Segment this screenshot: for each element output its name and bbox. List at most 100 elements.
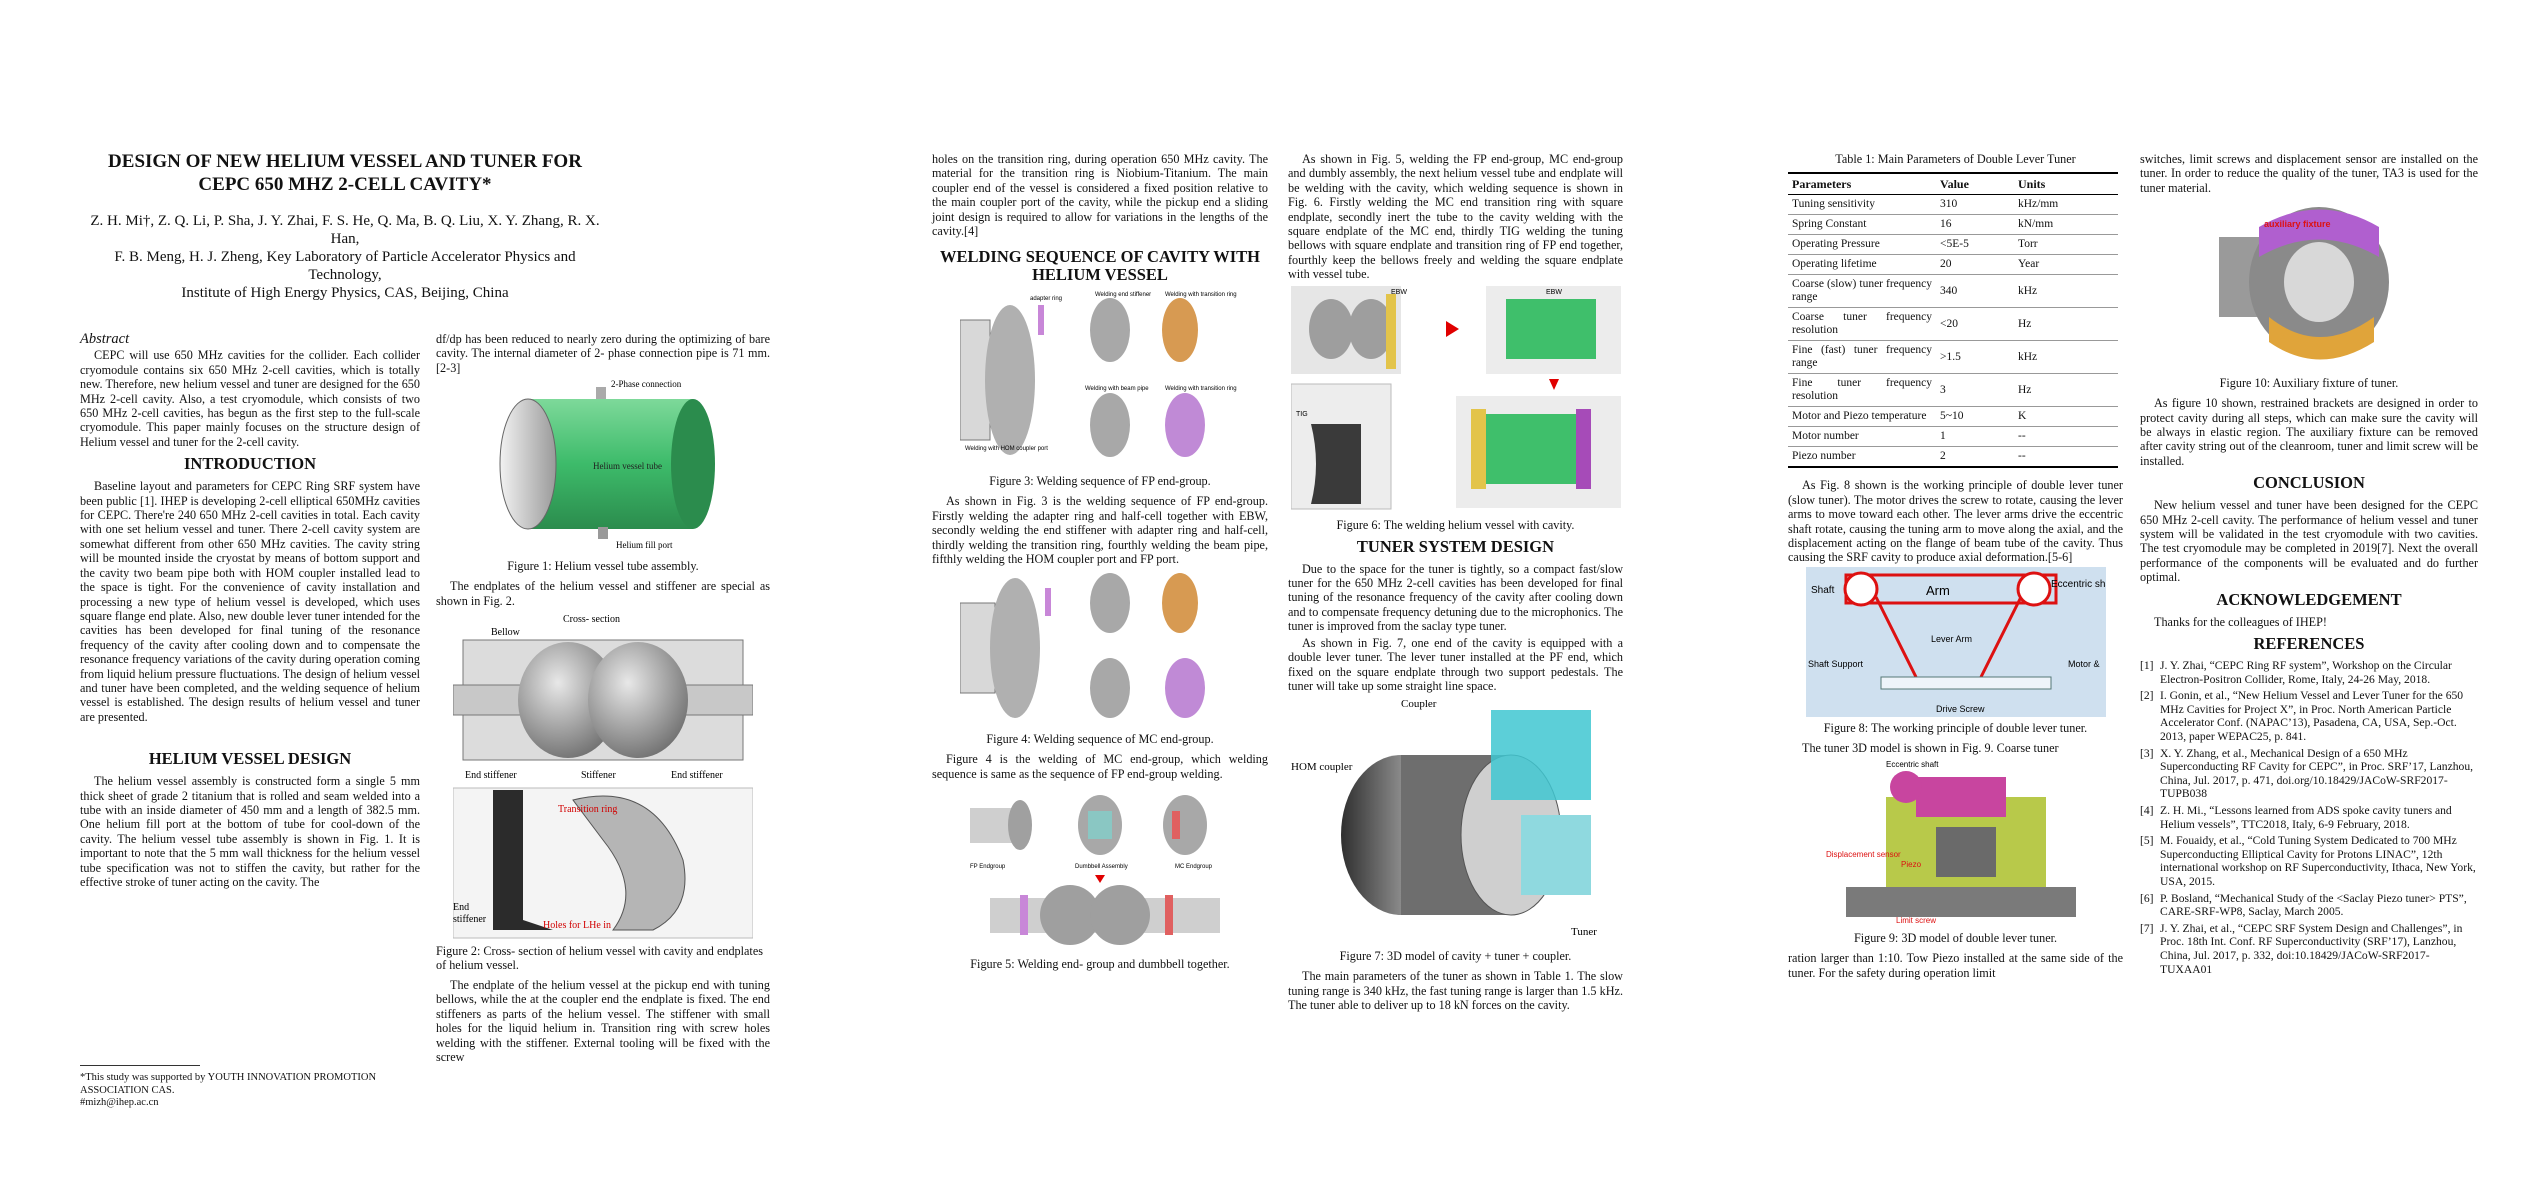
fig8-label-arm: Arm <box>1926 583 1950 598</box>
fig5-label-c: MC Endgroup <box>1175 864 1213 870</box>
figure-5-caption: Figure 5: Welding end- group and dumbbel… <box>970 957 1230 972</box>
table-1-caption: Table 1: Main Parameters of Double Lever… <box>1835 152 2076 166</box>
vessel-end-right <box>671 399 715 530</box>
reference-item: [3]X. Y. Zhang, et al., Mechanical Desig… <box>2140 747 2478 801</box>
tuner-heading: TUNER SYSTEM DESIGN <box>1356 536 1555 556</box>
fig2-stiffener-detail <box>493 790 553 931</box>
figure-4-mc-welding <box>960 573 1205 719</box>
figure-5-endgroup-dumbbell: FP Endgroup Dumbbell Assembly MC Endgrou… <box>970 795 1220 946</box>
reference-item: [7]J. Y. Zhai, et al., “CEPC SRF System … <box>2140 922 2478 976</box>
fig1-label-mid: Helium vessel tube <box>593 461 662 471</box>
table-cell-param: Operating Pressure <box>1788 234 1936 256</box>
figure-2-caption: Figure 2: Cross- section of helium vesse… <box>436 944 763 973</box>
reference-number: [3] <box>2140 746 2154 760</box>
authors-line-1: Z. H. Mi†, Z. Q. Li, P. Sha, J. Y. Zhai,… <box>90 213 600 247</box>
table-cell-unit: kHz <box>2014 274 2118 309</box>
table-cell-unit: -- <box>2014 426 2118 448</box>
table-cell-unit: Hz <box>2014 373 2118 408</box>
footnote-rule <box>80 1065 200 1066</box>
fig2-label-bellow: Bellow <box>491 627 521 638</box>
fig5-label-b: Dumbbell Assembly <box>1075 864 1128 870</box>
fig7-label-coupler: Coupler <box>1401 698 1437 710</box>
fig8-label-support: Shaft Support <box>1808 659 1864 669</box>
vessel-end-left <box>499 398 557 530</box>
col5-para-3: ration larger than 1:10. Tow Piezo insta… <box>1788 951 2123 980</box>
helium-design-text: The helium vessel assembly is constructe… <box>80 774 420 889</box>
table-cell-param: Spring Constant <box>1788 214 1936 236</box>
page-left: DESIGN OF NEW HELIUM VESSEL AND TUNER FO… <box>80 151 1268 1108</box>
table-header-units: Units <box>2014 172 2118 196</box>
reference-number: [5] <box>2140 834 2154 848</box>
abstract-heading: Abstract <box>80 331 130 347</box>
fig3-label-a: adapter ring <box>1030 296 1062 302</box>
fig8-label-ecc: Eccentric shaft <box>2051 579 2106 590</box>
fig8-label-drive: Drive Screw <box>1936 704 1985 714</box>
abstract-text: CEPC will use 650 MHz cavities for the c… <box>80 348 420 449</box>
table-cell-value: 310 <box>1936 194 2014 216</box>
table-cell-param: Tuning sensitivity <box>1788 194 1936 216</box>
reference-item: [2]I. Gonin, et al., “New Helium Vessel … <box>2140 689 2478 743</box>
figure-8-caption: Figure 8: The working principle of doubl… <box>1823 720 2088 735</box>
references-heading: REFERENCES <box>2253 634 2365 654</box>
title-line-1: DESIGN OF NEW HELIUM VESSEL AND TUNER FO… <box>108 151 582 172</box>
fig2-label-cross: Cross- section <box>563 614 620 625</box>
column-5: Table 1: Main Parameters of Double Lever… <box>1788 152 2123 982</box>
figure-9-double-lever-tuner: Eccentric shaft Displacement sensor Piez… <box>1826 760 2076 925</box>
table-cell-unit: kHz/mm <box>2014 194 2118 216</box>
reference-text: M. Fouaidy, et al., “Cold Tuning System … <box>2160 834 2476 888</box>
reference-text: I. Gonin, et al., “New Helium Vessel and… <box>2160 689 2464 744</box>
figure-6-caption: Figure 6: The welding helium vessel with… <box>1336 517 1575 532</box>
table-cell-value: 3 <box>1936 373 2014 408</box>
table-cell-unit: Hz <box>2014 307 2118 342</box>
fig6-label-ebw2: EBW <box>1546 289 1562 296</box>
table-cell-value: 5~10 <box>1936 406 2014 428</box>
references-list: [1]J. Y. Zhai, “CEPC Ring RF system”, Wo… <box>2140 659 2478 976</box>
authors-line-3: Institute of High Energy Physics, CAS, B… <box>181 285 509 301</box>
col6-para-1: switches, limit screws and displacement … <box>2140 152 2478 195</box>
col4-para-3: As shown in Fig. 7, one end of the cavit… <box>1288 635 1623 693</box>
fig2-cell-left <box>518 642 618 759</box>
table-header-row: Parameters Value Units <box>1788 172 2118 196</box>
fig2-label-end-stiffener-r: End stiffener <box>671 770 723 781</box>
fig8-label-shaft: Shaft <box>1811 585 1835 596</box>
table-header-value: Value <box>1936 172 2014 196</box>
figure-2-cross-section: Bellow Cross- section End stiffener End … <box>453 614 753 939</box>
welding-heading: WELDING SEQUENCE OF CAVITY WITH HELIUM V… <box>940 247 1260 285</box>
fig2-label-holes: Holes for LHe in <box>543 920 611 931</box>
conclusion-heading: CONCLUSION <box>2253 473 2365 493</box>
table-cell-param: Operating lifetime <box>1788 254 1936 276</box>
table-cell-unit: kN/mm <box>2014 214 2118 236</box>
figure-3-caption: Figure 3: Welding sequence of FP end-gro… <box>989 474 1211 489</box>
column-3: holes on the transition ring, during ope… <box>932 152 1268 977</box>
fig2-label-transition: Transition ring <box>558 804 617 815</box>
fig3-label-f: Welding with HOM coupler port <box>965 446 1048 452</box>
reference-text: J. Y. Zhai, “CEPC Ring RF system”, Works… <box>2160 659 2452 686</box>
table-1-parameters: Parameters Value Units Tuning sensitivit… <box>1788 172 2118 469</box>
table-cell-param: Coarse tuner frequency resolution <box>1788 307 1936 342</box>
table-cell-unit: -- <box>2014 446 2118 469</box>
column-2: df/dp has been reduced to nearly zero du… <box>436 332 770 1066</box>
fig3-label-d: Welding with beam pipe <box>1085 386 1149 392</box>
table-cell-value: <5E-5 <box>1936 234 2014 256</box>
table-cell-value: <20 <box>1936 307 2014 342</box>
reference-text: Z. H. Mi., “Lessons learned from ADS spo… <box>2160 804 2452 831</box>
fig5-label-a: FP Endgroup <box>970 864 1006 870</box>
fig3-label-b: Welding end stiffener <box>1095 292 1151 298</box>
reference-text: J. Y. Zhai, et al., “CEPC SRF System Des… <box>2160 921 2463 976</box>
table-header-parameters: Parameters <box>1788 172 1936 196</box>
figure-4-caption: Figure 4: Welding sequence of MC end-gro… <box>986 732 1214 747</box>
col3-para-1: holes on the transition ring, during ope… <box>932 152 1268 239</box>
column-1: Abstract CEPC will use 650 MHz cavities … <box>80 332 420 891</box>
fig9-label-piezo: Piezo <box>1901 860 1922 869</box>
intro-heading: INTRODUCTION <box>183 454 317 474</box>
fig9-label-limit: Limit screw <box>1896 916 1936 925</box>
fig10-label: auxiliary fixture <box>2264 219 2331 229</box>
col2-para-1: df/dp has been reduced to nearly zero du… <box>436 332 770 375</box>
footnote-funding: *This study was supported by YOUTH INNOV… <box>80 1072 377 1096</box>
table-cell-value: 16 <box>1936 214 2014 236</box>
